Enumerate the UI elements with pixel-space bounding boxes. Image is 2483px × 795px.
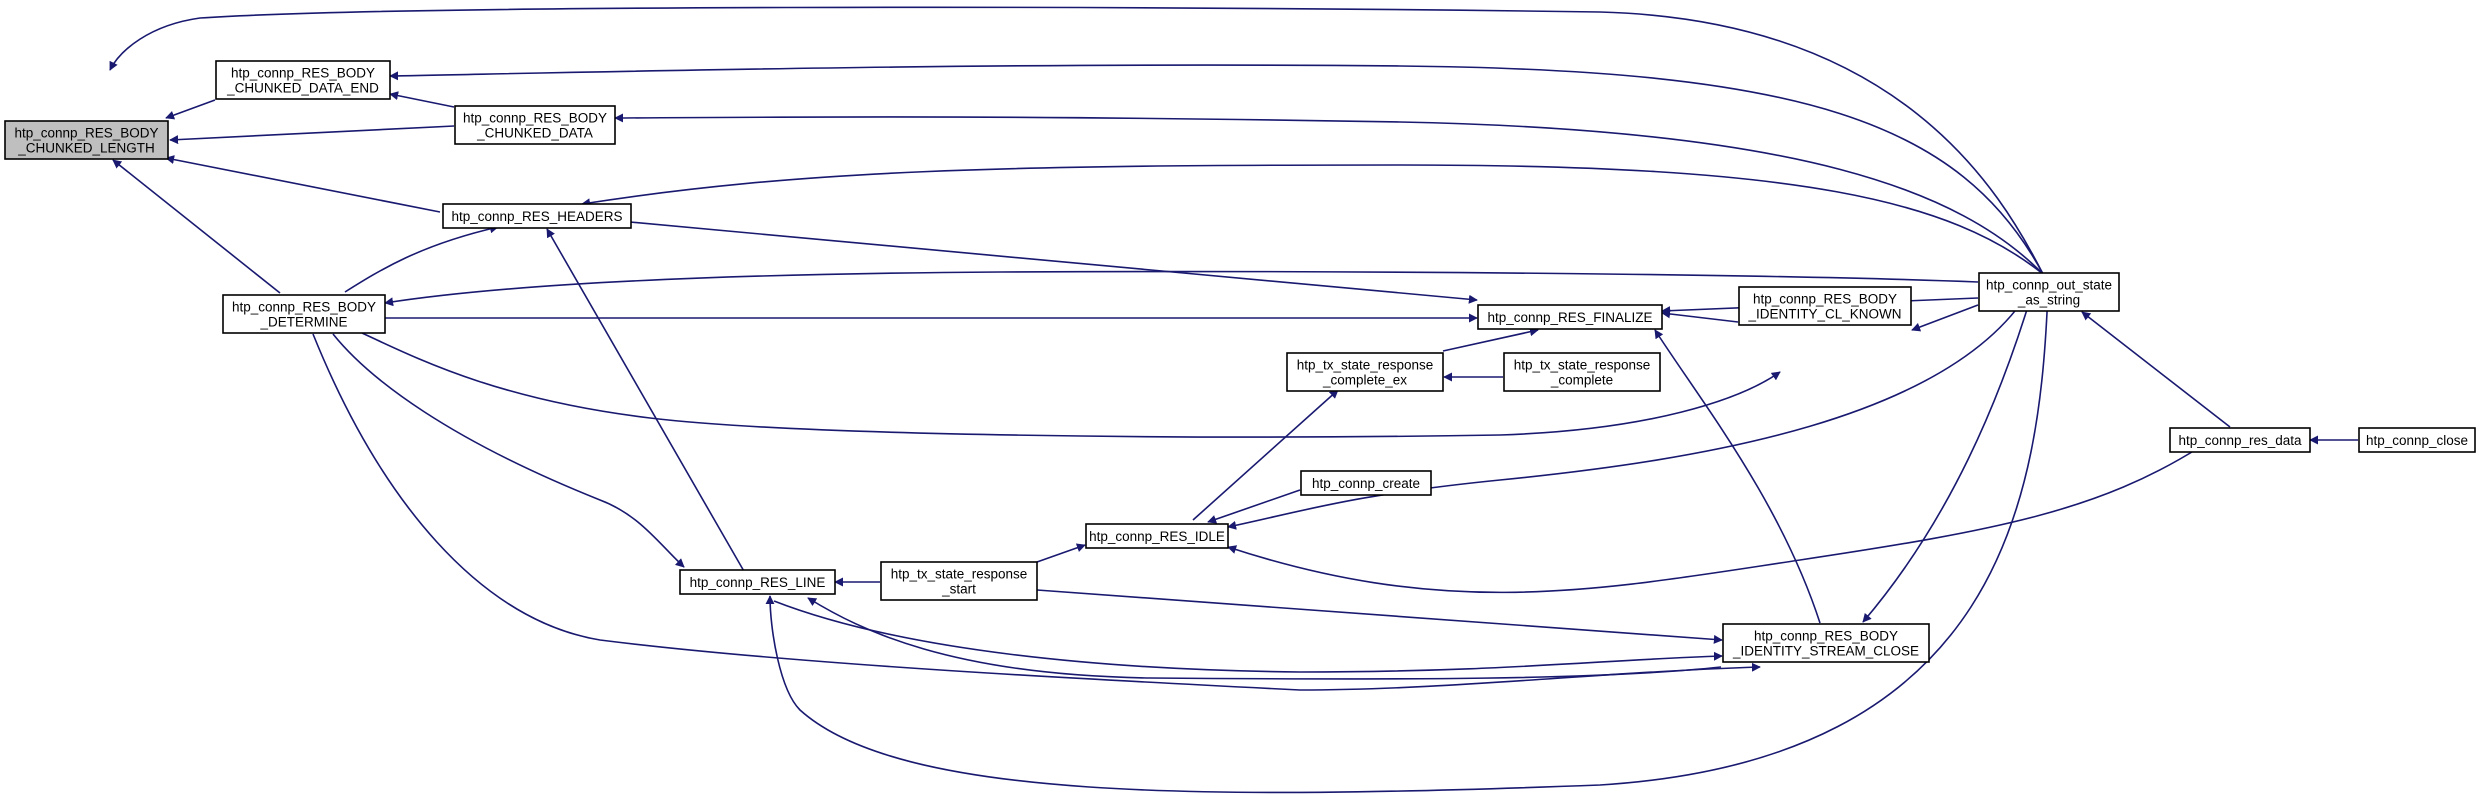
node-label-line: _IDENTITY_STREAM_CLOSE (1732, 644, 1919, 659)
edge-headers-to-chunked-length (165, 155, 441, 213)
node-box (1300, 470, 1432, 496)
edge-stream-close-to-finalize (1654, 329, 1821, 624)
node-label-line: _CHUNKED_DATA_END (226, 81, 379, 96)
node-label-line: _complete (1550, 373, 1613, 388)
node-box (222, 294, 386, 334)
node-res-idle[interactable]: htp_connp_RES_IDLE (1085, 523, 1229, 549)
node-box (215, 60, 391, 100)
edge-res-data-to-out-state (2081, 311, 2231, 428)
node-label-line: htp_connp_RES_BODY (1753, 292, 1897, 307)
node-res-data[interactable]: htp_connp_res_data (2169, 427, 2311, 453)
nodes: htp_connp_RES_BODY_CHUNKED_LENGTH htp_co… (4, 60, 2476, 663)
node-label-line: htp_connp_create (1312, 476, 1420, 491)
edge-out-state-to-determine (384, 270, 1979, 307)
node-label-line: htp_connp_RES_HEADERS (451, 209, 622, 224)
node-label-line: htp_connp_RES_IDLE (1089, 529, 1225, 544)
node-label-line: _complete_ex (1322, 373, 1407, 388)
edge-chunked-data-to-data-end (389, 91, 455, 108)
edge-determine-to-headers (344, 224, 499, 293)
node-label-line: htp_connp_RES_BODY (231, 66, 375, 81)
node-label-line: htp_connp_RES_BODY (463, 111, 607, 126)
edge-determine-to-stream-close (312, 333, 1761, 691)
edge-out-state-to-cl-known (1911, 304, 1979, 332)
edge-create-to-idle (1207, 489, 1301, 524)
node-connp-create[interactable]: htp_connp_create (1300, 470, 1432, 496)
node-label-line: htp_connp_res_data (2178, 433, 2302, 448)
node-label-line: htp_tx_state_response (891, 567, 1028, 582)
node-label-line: htp_connp_RES_FINALIZE (1487, 310, 1652, 325)
node-label-line: htp_connp_RES_BODY (14, 126, 158, 141)
edge-complete-ex-to-finalize (1442, 327, 1539, 352)
edge-headers-to-finalize (629, 221, 1478, 304)
node-box (1085, 523, 1229, 549)
node-box (1722, 623, 1930, 663)
node-label-line: _IDENTITY_CL_KNOWN (1747, 307, 1901, 322)
edge-start-to-stream-close (1036, 589, 1723, 644)
node-res-headers[interactable]: htp_connp_RES_HEADERS (442, 203, 632, 229)
edge-idle-to-complete-ex (1192, 389, 1339, 521)
node-label-line: htp_tx_state_response (1514, 358, 1651, 373)
edge-stream-close-to-res-line (807, 597, 1722, 680)
edge-res-data-to-idle (1227, 446, 2201, 594)
edge-chunked-data-to-chunked-length (169, 125, 455, 145)
node-box (1978, 272, 2120, 312)
edge-out-state-to-stream-close (1862, 289, 2034, 623)
edge-determine-to-cl-known (361, 332, 1781, 438)
edge-out-state-to-data-end (389, 64, 2044, 275)
node-identity-cl-known[interactable]: htp_connp_RES_BODY_IDENTITY_CL_KNOWN (1738, 286, 1912, 326)
edge-determine-to-chunked-length (112, 159, 281, 294)
edge-headers-to-res-line (546, 228, 746, 574)
node-box (454, 105, 616, 145)
node-chunked-length[interactable]: htp_connp_RES_BODY_CHUNKED_LENGTH (4, 120, 169, 160)
node-box (2169, 427, 2311, 453)
edge-out-state-to-res-line (765, 289, 2049, 794)
edge-cl-known-to-finalize (1661, 309, 1739, 323)
node-box (442, 203, 632, 229)
node-tx-complete-ex[interactable]: htp_tx_state_response_complete_ex (1286, 352, 1444, 392)
edge-start-to-idle (1036, 543, 1086, 563)
node-connp-close[interactable]: htp_connp_close (2358, 427, 2476, 453)
node-box (1477, 304, 1663, 330)
node-label-line: _CHUNKED_LENGTH (17, 141, 155, 156)
node-box (1286, 352, 1444, 392)
node-out-state-as-string[interactable]: htp_connp_out_state_as_string (1978, 272, 2120, 312)
node-label-line: htp_tx_state_response (1297, 358, 1434, 373)
edge-out-state-to-idle (1227, 289, 2031, 530)
node-chunked-data[interactable]: htp_connp_RES_BODY_CHUNKED_DATA (454, 105, 616, 145)
node-tx-response-start[interactable]: htp_tx_state_response_start (880, 561, 1038, 601)
node-res-line[interactable]: htp_connp_RES_LINE (679, 569, 836, 595)
node-label-line: htp_connp_RES_BODY (232, 300, 376, 315)
edge-data-end-to-chunked-length (165, 99, 216, 120)
edge-out-state-to-chunked-data (614, 113, 2044, 275)
node-label-line: htp_connp_RES_BODY (1754, 629, 1898, 644)
node-label-line: _as_string (2017, 293, 2080, 308)
node-chunked-data-end[interactable]: htp_connp_RES_BODY_CHUNKED_DATA_END (215, 60, 391, 100)
node-box (4, 120, 169, 160)
edge-out-state-to-headers (581, 164, 2044, 275)
node-tx-complete[interactable]: htp_tx_state_response_complete (1503, 352, 1661, 392)
node-box (1738, 286, 1912, 326)
node-box (2358, 427, 2476, 453)
node-box (679, 569, 836, 595)
node-body-determine[interactable]: htp_connp_RES_BODY_DETERMINE (222, 294, 386, 334)
node-label-line: _CHUNKED_DATA (476, 126, 593, 141)
node-res-finalize[interactable]: htp_connp_RES_FINALIZE (1477, 304, 1663, 330)
edge-determine-to-res-line (332, 333, 685, 568)
node-box (880, 561, 1038, 601)
node-label-line: htp_connp_RES_LINE (690, 575, 826, 590)
node-label-line: _DETERMINE (259, 315, 347, 330)
node-label-line: htp_connp_out_state (1986, 278, 2112, 293)
edges (109, 6, 2358, 794)
edge-out-state-to-chunked-length (109, 6, 2044, 275)
edge-res-line-to-stream-close (773, 600, 1723, 673)
node-identity-stream-close[interactable]: htp_connp_RES_BODY_IDENTITY_STREAM_CLOSE (1722, 623, 1930, 663)
node-label-line: _start (941, 582, 976, 597)
node-label-line: htp_connp_close (2366, 433, 2468, 448)
node-box (1503, 352, 1661, 392)
